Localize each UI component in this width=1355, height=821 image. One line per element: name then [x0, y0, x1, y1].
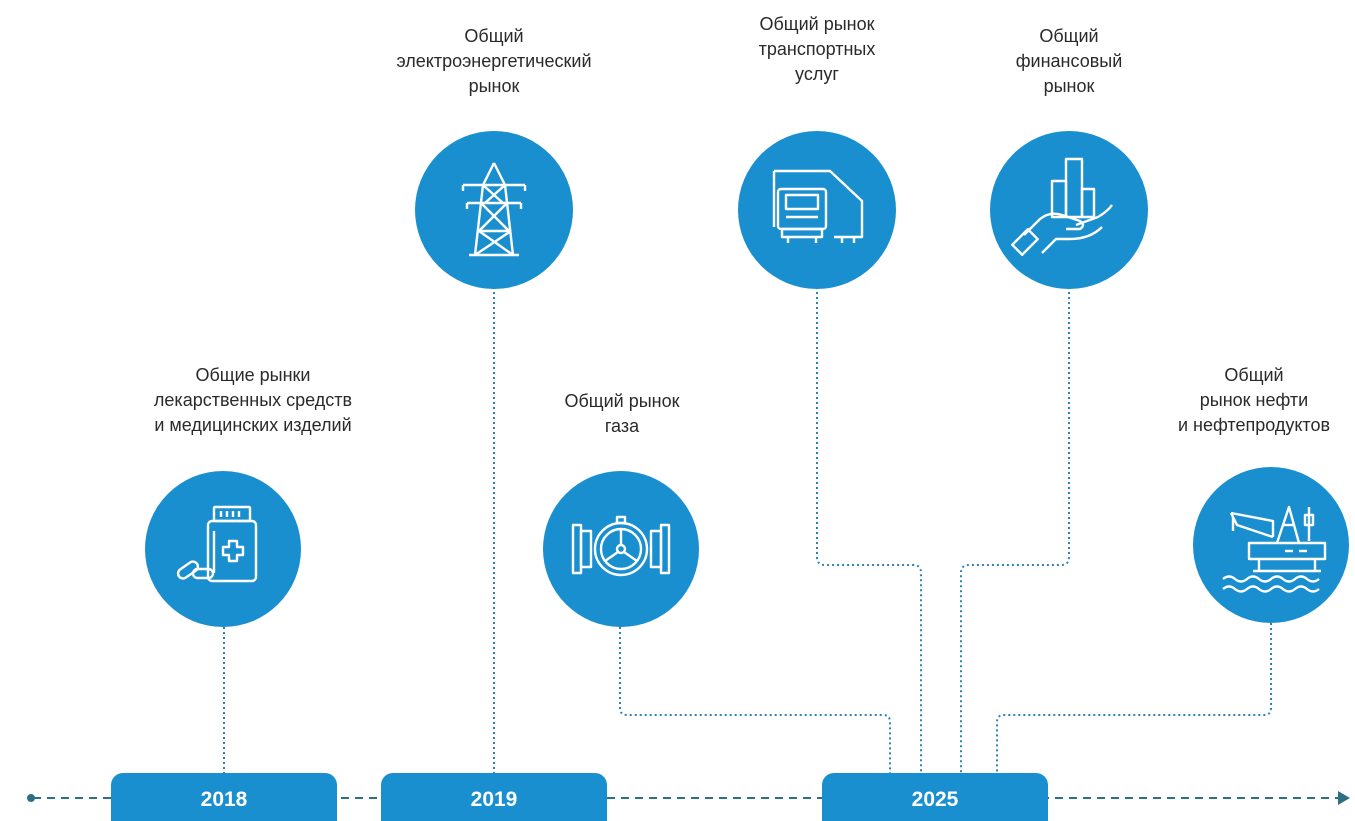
label-oil: Общий рынок нефти и нефтепродуктов	[1177, 365, 1331, 435]
timeline-arrow-icon	[1338, 791, 1350, 805]
medicine-bottle-icon	[176, 505, 258, 583]
circle-gas	[543, 471, 699, 627]
circle-transport	[738, 131, 896, 289]
connector-oil	[996, 623, 1272, 773]
circle-electricity	[415, 131, 573, 289]
connector-gas	[619, 627, 891, 773]
year-tab-2019: 2019	[381, 773, 607, 821]
label-finance: Общий финансовый рынок	[1015, 26, 1123, 96]
connector-finance	[960, 287, 1070, 773]
oil-platform-icon	[1222, 505, 1327, 593]
year-tab-2018: 2018	[111, 773, 337, 821]
truck-icon	[772, 169, 864, 243]
label-gas: Общий рынок газа	[564, 391, 680, 436]
label-medicines: Общие рынки лекарственных средств и меди…	[153, 365, 353, 435]
circle-finance	[990, 131, 1148, 289]
pipeline-valve-icon	[571, 515, 671, 577]
power-tower-icon	[461, 162, 527, 257]
connector-transport	[816, 287, 922, 773]
label-electricity: Общий электроэнергетический рынок	[396, 26, 592, 96]
hand-chart-icon	[1011, 157, 1113, 256]
circle-medicines	[145, 471, 301, 627]
label-transport: Общий рынок транспортных услуг	[758, 14, 876, 84]
circle-oil	[1193, 467, 1349, 623]
year-tab-2025: 2025	[822, 773, 1048, 821]
timeline-start-dot	[27, 794, 35, 802]
